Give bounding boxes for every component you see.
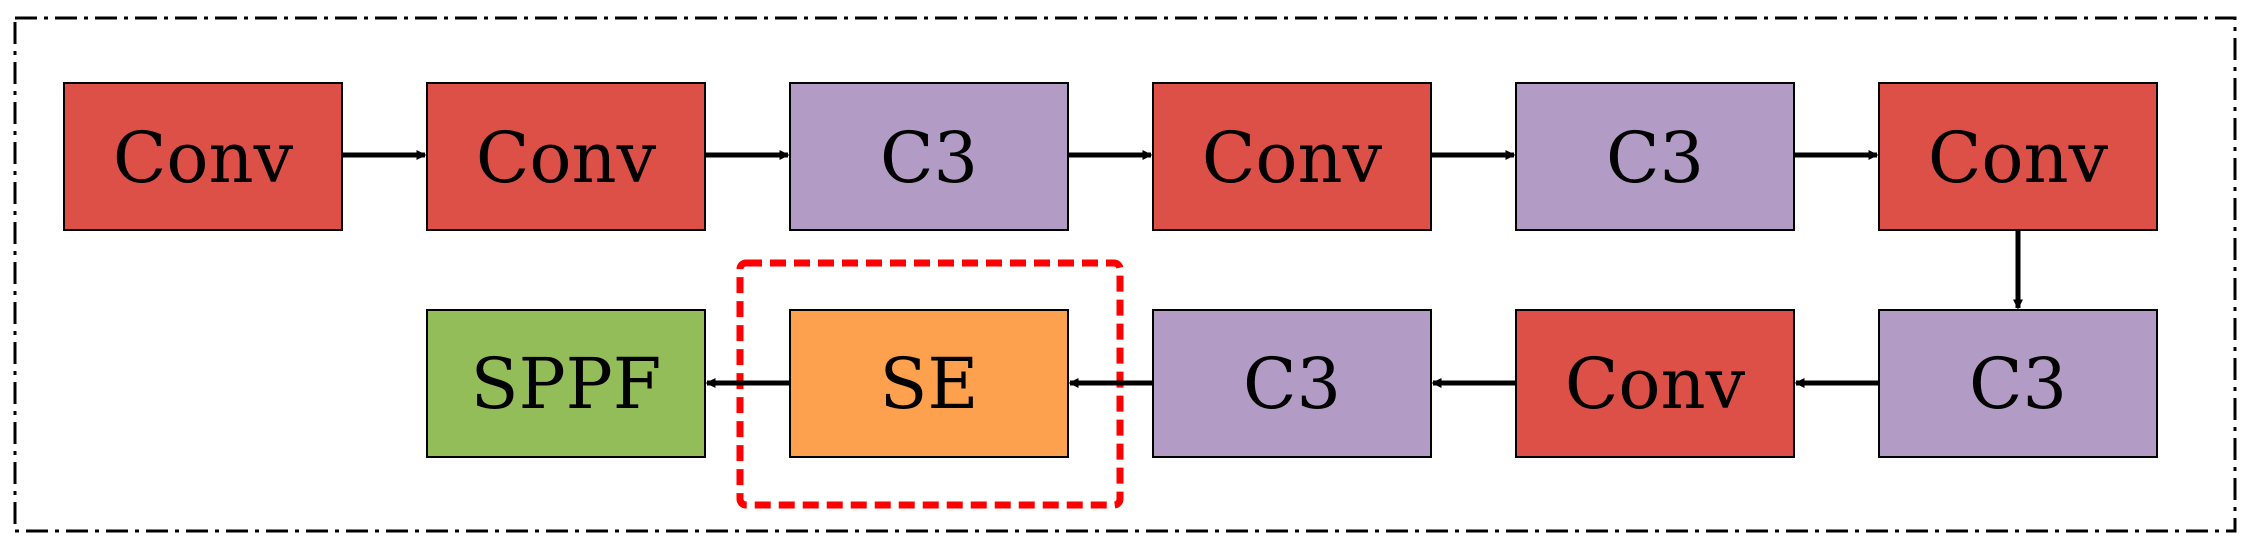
- block-label: C3: [1606, 117, 1704, 199]
- block-c3-3: C3: [1152, 309, 1432, 458]
- block-conv-3: Conv: [1152, 82, 1432, 231]
- block-c3-1: C3: [789, 82, 1069, 231]
- block-label: Conv: [113, 117, 294, 199]
- block-label: Conv: [1928, 117, 2109, 199]
- block-c3-4: C3: [1878, 309, 2158, 458]
- row-2: SPPF SE C3 Conv C3: [426, 309, 2158, 458]
- block-conv-4: Conv: [1878, 82, 2158, 231]
- block-label: Conv: [476, 117, 657, 199]
- block-label: Conv: [1202, 117, 1383, 199]
- block-conv-2: Conv: [426, 82, 706, 231]
- block-sppf: SPPF: [426, 309, 706, 458]
- outer-frame: [13, 16, 2237, 533]
- block-label: SPPF: [471, 343, 662, 425]
- block-label: C3: [1243, 343, 1341, 425]
- block-c3-2: C3: [1515, 82, 1795, 231]
- block-se: SE: [789, 309, 1069, 458]
- block-label: C3: [880, 117, 978, 199]
- row-1: Conv Conv C3 Conv C3 Conv: [63, 82, 2158, 231]
- block-label: SE: [879, 343, 978, 425]
- block-conv-5: Conv: [1515, 309, 1795, 458]
- block-conv-1: Conv: [63, 82, 343, 231]
- block-label: Conv: [1565, 343, 1746, 425]
- block-label: C3: [1969, 343, 2067, 425]
